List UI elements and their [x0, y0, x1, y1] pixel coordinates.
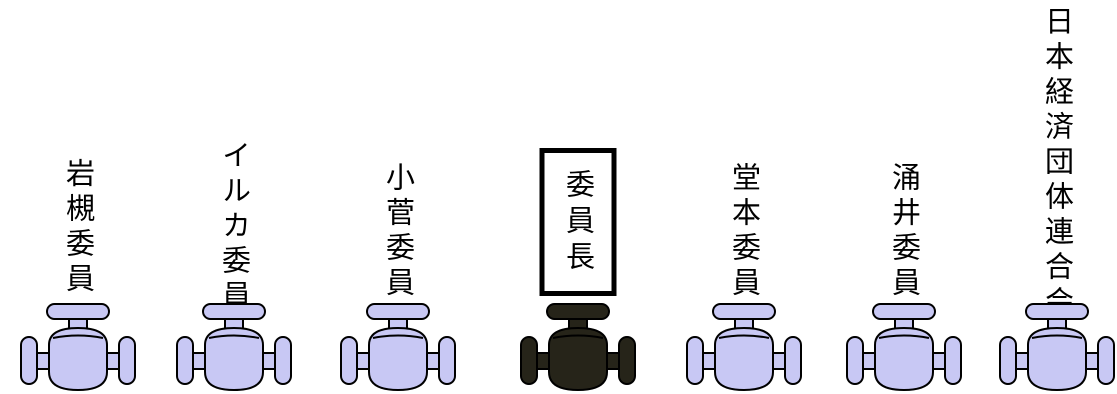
chairman-name-label: 委員長	[539, 148, 617, 296]
member-name-label: 日本経済団体連合会	[1040, 6, 1075, 321]
member-name-label: 岩槻委員	[61, 158, 96, 298]
seat-member: 涌井委員	[839, 0, 969, 394]
seat-member: 岩槻委員	[13, 0, 143, 394]
chair-icon	[686, 303, 802, 392]
seat-member: 日本経済団体連合会	[992, 0, 1117, 394]
member-name-label: 堂本委員	[727, 162, 762, 302]
seat-member: 小菅委員	[333, 0, 463, 394]
seat-member: 堂本委員	[679, 0, 809, 394]
chair-icon	[999, 303, 1115, 392]
chair-icon	[176, 303, 292, 392]
seat-chairman: 委員長	[513, 0, 643, 394]
chair-icon	[340, 303, 456, 392]
member-name-label: 小菅委員	[381, 162, 416, 302]
chair-icon	[846, 303, 962, 392]
chair-icon	[20, 303, 136, 392]
member-name-label: イルカ委員	[217, 140, 252, 315]
chair-icon	[520, 303, 636, 392]
member-name-label: 涌井委員	[887, 162, 922, 302]
seat-member: イルカ委員	[169, 0, 299, 394]
